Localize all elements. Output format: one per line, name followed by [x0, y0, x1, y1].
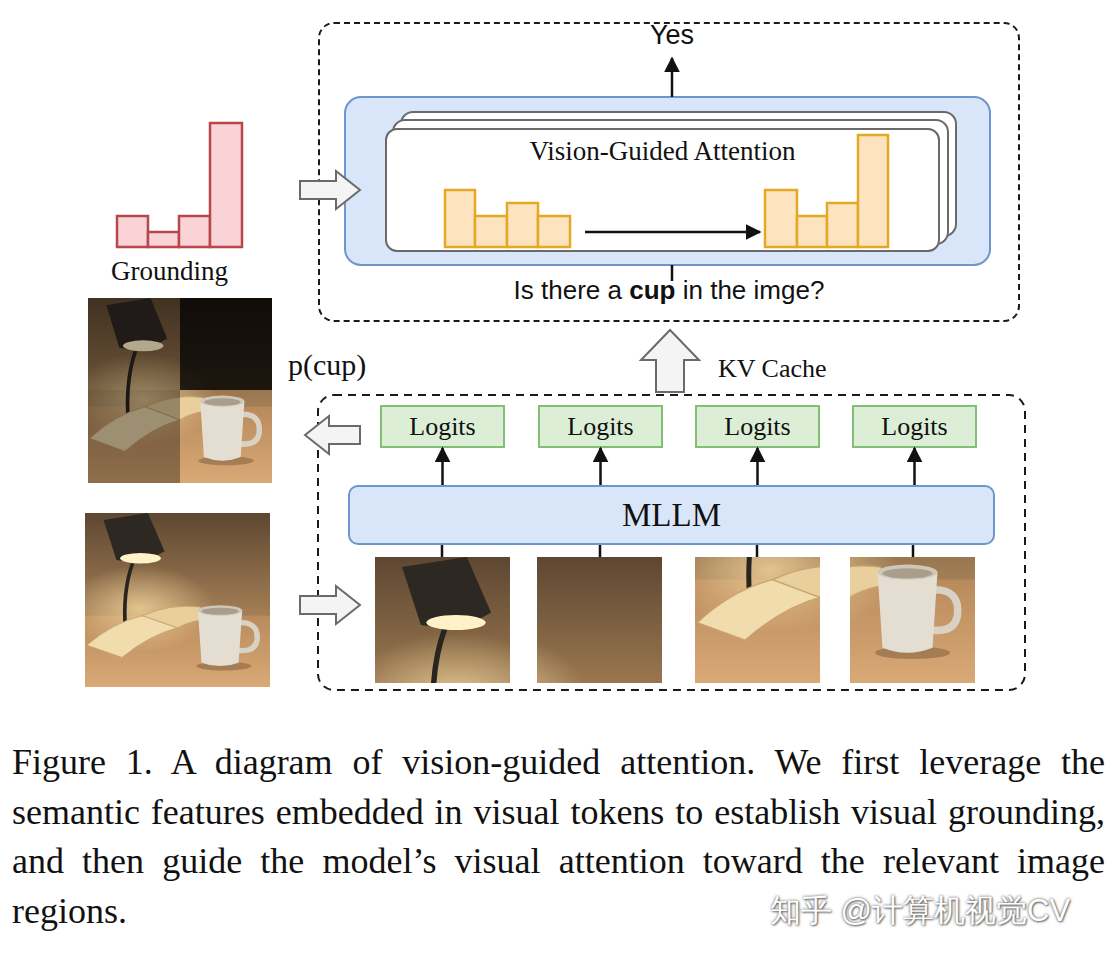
scene-copy: [670, 431, 945, 683]
image-quadrant: [70, 297, 272, 483]
logits-box-text: Logits: [567, 411, 633, 443]
arrow-connector: [599, 448, 602, 485]
scene-copy: [70, 298, 272, 482]
attention-layer: Vision-Guided Attention: [385, 128, 940, 252]
question-word: there: [541, 275, 608, 305]
hollow-arrow: [300, 586, 360, 624]
arrow-connector: [441, 448, 444, 485]
patch-link: [756, 545, 759, 557]
scene-copy: [67, 513, 271, 687]
grounding-bar: [148, 232, 179, 247]
encoder-container: [318, 395, 1025, 690]
image-quadrant: [70, 297, 272, 483]
attention-block: [345, 97, 990, 265]
hollow-arrow: [305, 416, 360, 454]
scene-copy: [70, 297, 272, 483]
grounding-chart-text: Grounding: [111, 255, 228, 288]
attention-layer-text: Vision-Guided Attention: [529, 135, 795, 168]
logits-box-text: Logits: [724, 411, 790, 443]
image-patch: [670, 431, 945, 683]
kv-cache-label: KV Cache: [718, 354, 868, 384]
image-quadrant: [70, 298, 272, 482]
grounding-bar: [179, 216, 210, 247]
logits-box: Logits: [538, 405, 663, 448]
grounding-bar: [210, 123, 242, 247]
question-word: imge?: [754, 275, 825, 305]
logits-box-text: Logits: [881, 411, 947, 443]
scene-copy: [700, 431, 975, 683]
input-image: [67, 513, 271, 687]
mllm-box-text: MLLM: [622, 496, 721, 535]
probability-label: p(cup): [288, 348, 408, 382]
question-word: Is: [514, 275, 541, 305]
query-container: Vision-Guided AttentionIs there a cup in…: [318, 22, 1020, 322]
mllm-box: MLLM: [348, 485, 995, 545]
arrow-connector: [756, 448, 759, 485]
logits-box: Logits: [852, 405, 977, 448]
question-word: the: [710, 275, 753, 305]
arrow-connector: [913, 448, 916, 485]
hollow-arrow: [300, 171, 360, 209]
hollow-arrow: [641, 330, 699, 392]
output-arrow: [671, 58, 674, 97]
scene-copy: [70, 297, 272, 483]
patch-link: [599, 545, 602, 557]
grounding-bar: [117, 216, 148, 247]
patch-link: [441, 545, 444, 557]
figure-caption: Figure 1. A diagram of vision-guided att…: [12, 738, 1105, 936]
question-word: in: [683, 275, 710, 305]
logits-box: Logits: [695, 405, 820, 448]
dim-overlay: [180, 298, 272, 390]
image-quadrant: [70, 298, 272, 482]
dim-overlay: [88, 298, 180, 390]
grounding-bars: [117, 123, 242, 247]
query-container-text: Is there a cup in the imge?: [514, 274, 825, 306]
dim-overlay: [88, 390, 180, 483]
grounding-chart: Grounding: [105, 118, 300, 288]
question-word: a: [608, 275, 630, 305]
scene-copy: [70, 298, 272, 482]
logits-box-text: Logits: [409, 411, 475, 443]
watermark: 知乎 @计算机视觉CV: [770, 890, 1110, 932]
question-word: cup: [629, 275, 682, 305]
patch-link: [912, 545, 915, 557]
image-patch: [700, 431, 975, 683]
answer-text: Yes: [622, 20, 722, 51]
logits-box: Logits: [380, 405, 505, 448]
